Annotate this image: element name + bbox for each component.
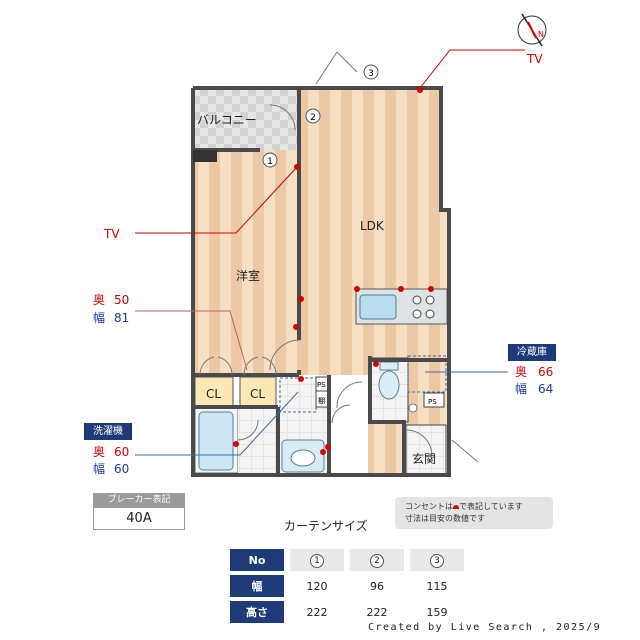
entrance-label: 玄関 [412,451,436,466]
washer-width-value: 60 [114,462,129,476]
fridge-space [407,355,447,393]
closet-width-label: 幅 [93,310,105,325]
stove-burner-4 [425,309,435,319]
ldk-room [299,88,449,475]
breaker-value: 40A [93,507,185,530]
toilet-icon [378,370,400,400]
outlet-icon [453,505,459,509]
fridge-width-value: 64 [538,382,553,396]
curtain-number-3: 3 [430,553,444,568]
curtain-number-2: 2 [370,553,384,568]
washroom-floor [238,408,278,473]
breaker-title: ブレーカー表記 [93,493,185,507]
corner-column [193,150,217,162]
window-2-number: 2 [310,113,316,123]
window-markers [262,64,379,168]
sink-icon [408,403,418,413]
walls [191,86,451,477]
table-cell: 159 [426,605,448,619]
table-row: 高さ 222 222 159 [230,601,464,623]
table-cell: 96 [370,579,384,593]
ps-box-2 [423,392,445,408]
table-cell: 222 [306,605,328,619]
ps-2-label: PS [428,398,437,406]
window-3-number: 3 [368,69,374,79]
shelf-label: 棚 [318,396,325,405]
washer-tag: 洗濯機 [84,423,132,440]
balcony-label: バルコニー [197,113,257,127]
compass-icon [517,13,547,47]
tv-label-ldk: TV [526,52,543,66]
ps-1-label: PS [317,381,326,389]
table-cell: 222 [366,605,388,619]
fridge-width-label: 幅 [515,381,527,396]
table-header-no: No [230,549,284,571]
washer-depth-label: 奥 [93,445,105,459]
closet-depth-label: 奥 [93,293,105,307]
tv-label-western: TV [103,227,120,241]
stove-burner-1 [412,295,422,305]
entrance-area [405,424,447,476]
outlet-note: コンセントはで表記しています 寸法は目安の数値です [395,497,553,529]
table-row: 幅 120 96 115 [230,575,464,597]
kitchen-sink [359,294,397,320]
closet-depth-value: 50 [114,293,129,307]
leader-lines [135,49,525,456]
balcony-area [193,88,299,150]
table-cell: 120 [306,579,328,593]
note-line2: 寸法は目安の数値です [405,514,485,523]
door-arcs [199,51,479,463]
fridge-tag: 冷蔵庫 [508,344,556,361]
table-row: No 1 2 3 [230,549,464,571]
outlet-markers [233,87,434,455]
curtain-title: カーテンサイズ [284,519,368,533]
fridge-depth-label: 奥 [515,365,527,379]
washer-depth-value: 60 [114,445,129,459]
stove-burner-2 [425,295,435,305]
closet-2-label: CL [250,387,265,401]
closet-1-label: CL [206,387,221,401]
closet-width-value: 81 [114,311,129,325]
row-label-width: 幅 [230,575,284,597]
compass-letter: N [538,30,544,39]
curtain-number-1: 1 [310,553,324,568]
note-line1-pre: コンセントは [405,502,453,511]
ldk-label: LDK [360,219,385,233]
table-cell: 115 [426,579,448,593]
note-line1-post: で表記しています [459,502,523,511]
credit-text: Created by Live Search , 2025/9 [368,622,602,633]
curtain-table: No 1 2 3 幅 120 96 115 高さ 222 222 159 [224,545,470,627]
bathtub [198,411,234,471]
window-1-number: 1 [267,157,273,167]
washer-width-label: 幅 [93,461,105,476]
stove-burner-3 [412,309,422,319]
western-room [193,150,299,375]
row-label-height: 高さ [230,601,284,623]
fridge-depth-value: 66 [538,365,553,379]
closet-1 [194,376,234,408]
western-room-label: 洋室 [236,268,260,283]
basin-bowl [290,449,316,467]
